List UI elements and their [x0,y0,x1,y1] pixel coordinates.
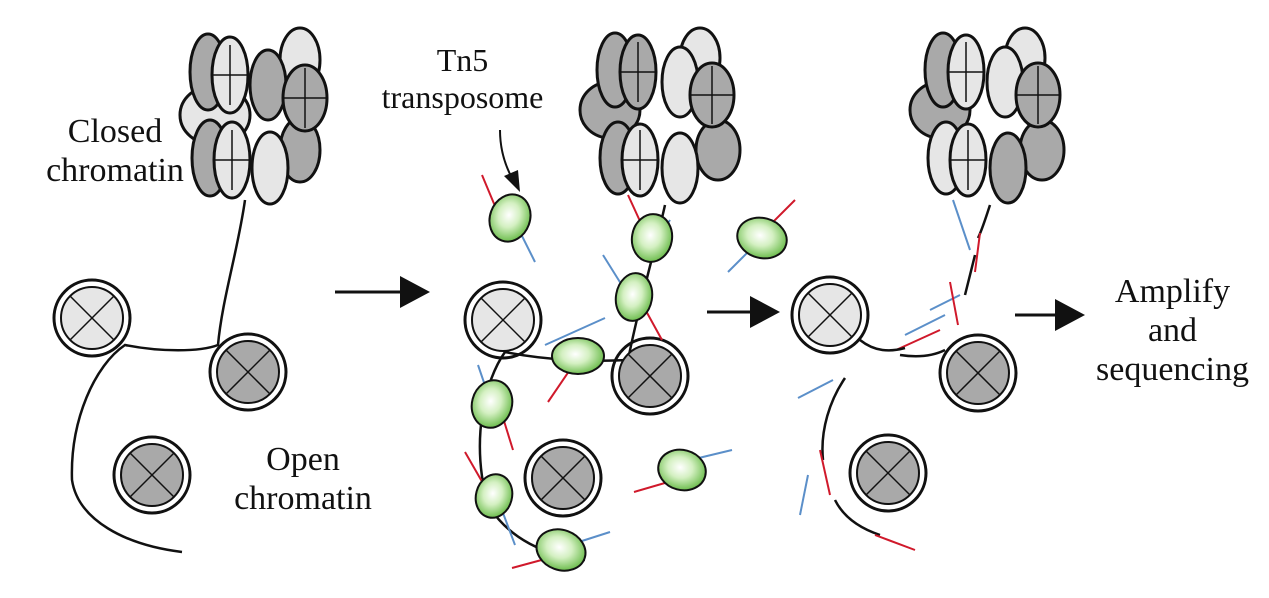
open-chromatin-label: Open chromatin [218,440,388,518]
panel-tagmentation [463,26,796,572]
tn5-pointer-arrow [499,129,520,192]
nucleosome-light [790,275,906,355]
tn5-transposome [511,528,611,572]
dna-fragment [952,199,981,296]
tn5-transposome [633,448,733,493]
nucleosome-dark [610,336,690,416]
arrow-step-1 [335,276,430,308]
closed-chromatin-cluster [578,26,742,205]
label-line: Tn5 [436,42,489,78]
tn5-transposome [627,194,674,263]
nucleosome-light [463,280,543,360]
closed-chromatin-cluster [908,26,1066,205]
nucleosome-dark [848,433,928,513]
label-line: Closed [67,113,163,150]
tn5-transposome [544,317,606,403]
label-line: sequencing [1096,351,1249,389]
label-line: transposome [381,78,544,115]
panel-fragments [790,26,1066,551]
panel-initial [52,26,329,554]
dna-fragment [797,377,847,496]
tn5-transposome-label: Tn5 transposome [355,42,570,116]
nucleosome-dark [899,333,1018,413]
label-line: chromatin [234,480,372,518]
arrow-step-2 [707,296,780,328]
histone-cylinder [248,48,288,122]
label-line: Amplify [1114,273,1231,310]
tn5-transposome [470,364,514,451]
arrow-step-3 [1015,299,1085,331]
nucleosome-light [52,278,132,358]
dna-strand [70,199,247,554]
closed-chromatin-label: Closed chromatin [20,112,210,190]
dna-fragment [895,281,961,351]
nucleosome-dark [112,435,192,515]
closed-chromatin-cluster [178,26,329,206]
nucleosome-dark [208,332,288,412]
amplify-sequencing-label: Amplify and sequencing [1085,272,1260,389]
tn5-transposome [464,451,516,546]
label-line: chromatin [46,152,184,190]
tn5-transposome [727,199,796,273]
histone-cylinder [250,130,290,206]
nucleosome-dark [523,438,603,518]
tn5-transposome [481,174,536,263]
label-line: and [1147,312,1198,350]
dna-fragment [799,474,916,551]
label-line: Open [266,441,340,478]
tn5-transposome [602,254,663,341]
